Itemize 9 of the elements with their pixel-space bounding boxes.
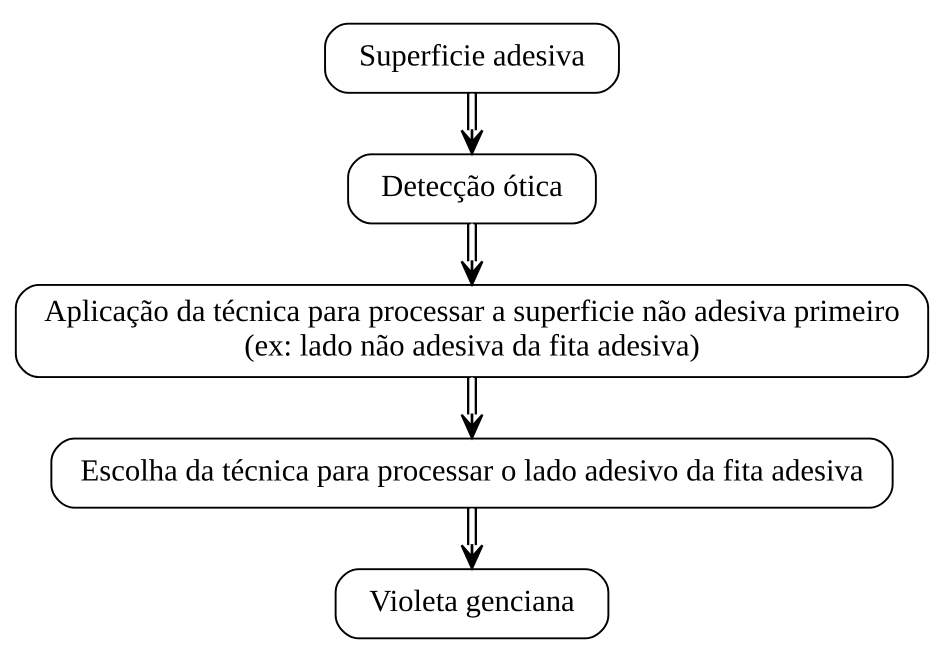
node-box: Aplicação da técnica para processar a superficie não adesiva primeiro (ex: lado não adesiva da fita adesiva) xyxy=(14,284,930,378)
arrow xyxy=(460,508,484,570)
node-box: Escolha da técnica para processar o lado adesivo da fita adesiva xyxy=(50,438,894,509)
arrow xyxy=(460,224,484,286)
node-box: Detecção ótica xyxy=(347,153,597,224)
arrow xyxy=(460,93,484,155)
node-box: Superficie adesiva xyxy=(324,22,620,94)
arrow xyxy=(460,377,484,439)
node-box: Violeta genciana xyxy=(334,568,610,640)
